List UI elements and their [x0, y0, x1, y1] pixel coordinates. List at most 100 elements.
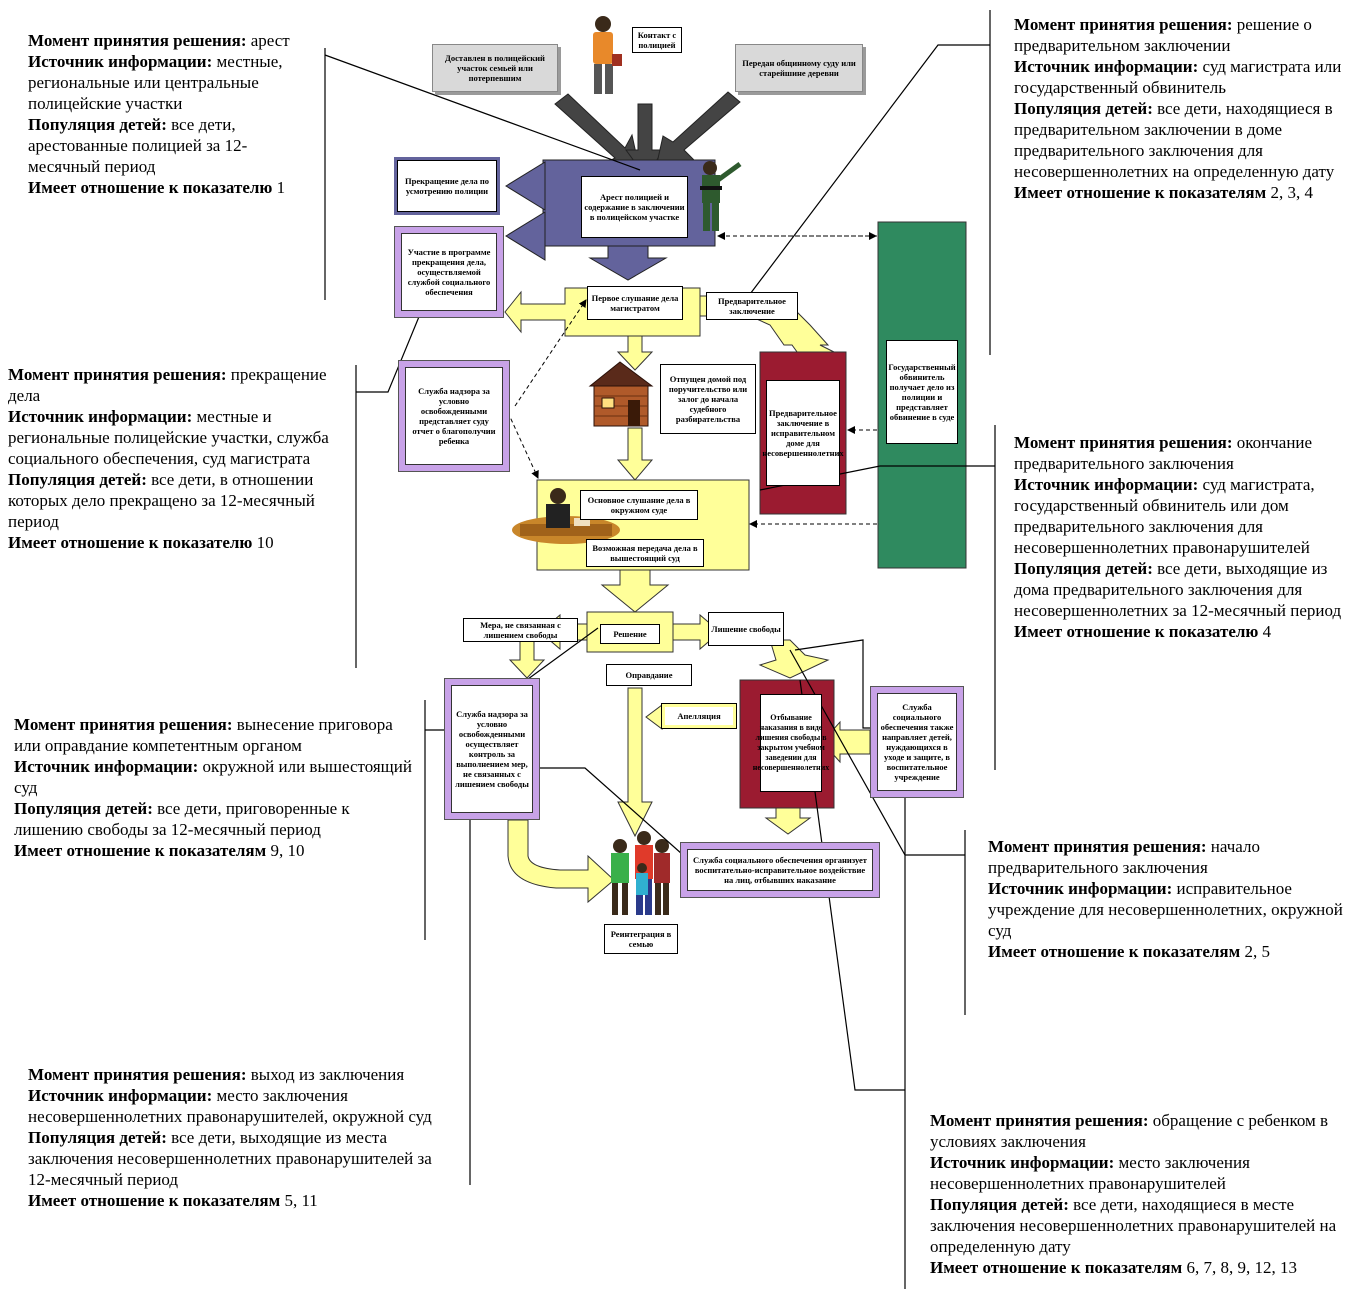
- judge-icon: [512, 488, 620, 544]
- relevant-value: 9, 10: [270, 841, 305, 860]
- box-probation-report: Служба надзора за условно освобожденными…: [398, 360, 510, 472]
- decision-value: начало предварительного заключения: [988, 837, 1260, 877]
- population-label: Популяция детей:: [1014, 559, 1153, 578]
- relevant-value: 2, 5: [1244, 942, 1270, 961]
- population-value: все дети, в отношении которых дело прекр…: [8, 470, 315, 531]
- relevant-value: 10: [256, 533, 274, 552]
- source-value: место заключения несовершеннолетних прав…: [28, 1086, 432, 1126]
- relevant-value: 6, 7, 8, 9, 12, 13: [1186, 1258, 1297, 1277]
- box-community: Передан общинному суду или старейшине де…: [735, 44, 863, 92]
- family-icon: [611, 831, 670, 915]
- note-end-pretrial: Момент принятия решения: окончание предв…: [1014, 432, 1364, 642]
- box-prosecutor: Государственный обвинитель получает дело…: [886, 340, 958, 444]
- box-welfare-aftercare: Служба социального обеспечения организуе…: [680, 842, 880, 898]
- decision-value: выход из заключения: [250, 1065, 405, 1084]
- decision-label: Момент принятия решения:: [8, 365, 227, 384]
- relevant-value: 2, 3, 4: [1270, 183, 1313, 202]
- box-first-hearing: Первое слушание дела магистратом: [587, 286, 683, 320]
- decision-value: прекращение дела: [8, 365, 327, 405]
- source-value: местные и региональные полицейские участ…: [8, 407, 329, 468]
- box-arrest: Арест полицией и содержание в заключении…: [581, 176, 688, 238]
- decision-label: Момент принятия решения:: [930, 1111, 1149, 1130]
- population-value: все дети, арестованные полицией за 12-ме…: [28, 115, 248, 176]
- source-value: место заключения несовершеннолетних прав…: [930, 1153, 1250, 1193]
- source-value: суд магистрата или государственный обвин…: [1014, 57, 1342, 97]
- note-start-detention: Момент принятия решения: начало предвари…: [988, 836, 1348, 962]
- box-deprivation: Лишение свободы: [708, 612, 784, 646]
- source-label: Источник информации:: [8, 407, 193, 426]
- source-label: Источник информации:: [930, 1153, 1115, 1172]
- box-probation-report-text: Служба надзора за условно освобожденными…: [405, 367, 503, 465]
- box-welfare-program-text: Участие в программе прекращения дела, ос…: [401, 233, 497, 311]
- population-label: Популяция детей:: [14, 799, 153, 818]
- decision-value: обращение с ребенком в условиях заключен…: [930, 1111, 1329, 1151]
- population-value: все дети, выходящие из места заключения …: [28, 1128, 432, 1189]
- decision-value: вынесение приговора или оправдание компе…: [14, 715, 393, 755]
- decision-label: Момент принятия решения:: [1014, 433, 1233, 452]
- relevant-label: Имеет отношение к показателям: [930, 1258, 1183, 1277]
- box-pretrial-detention: Предварительное заключение в исправитель…: [762, 380, 844, 486]
- decision-label: Момент принятия решения:: [1014, 15, 1233, 34]
- decision-label: Момент принятия решения:: [988, 837, 1207, 856]
- population-label: Популяция детей:: [8, 470, 147, 489]
- box-pretrial-label: Предварительное заключение: [706, 292, 798, 320]
- relevant-label: Имеет отношение к показателям: [988, 942, 1241, 961]
- decision-value: окончание предварительного заключения: [1014, 433, 1313, 473]
- box-probation-control: Служба надзора за условно освобожденными…: [444, 678, 540, 820]
- relevant-value: 4: [1262, 622, 1272, 641]
- source-label: Источник информации:: [1014, 475, 1199, 494]
- population-label: Популяция детей:: [930, 1195, 1069, 1214]
- population-value: все дети, находящиеся в месте заключения…: [930, 1195, 1337, 1256]
- note-sentencing: Момент принятия решения: вынесение приго…: [14, 714, 414, 861]
- house-icon: [588, 361, 654, 427]
- source-label: Источник информации:: [28, 1086, 213, 1105]
- source-value: суд магистрата, государственный обвините…: [1014, 475, 1315, 557]
- population-label: Популяция детей:: [28, 1128, 167, 1147]
- population-label: Популяция детей:: [1014, 99, 1153, 118]
- box-acquittal: Оправдание: [606, 664, 692, 686]
- relevant-label: Имеет отношение к показателю: [1014, 622, 1259, 641]
- box-main-hearing: Основное слушание дела в окружном суде: [580, 490, 698, 520]
- population-value: все дети, приговоренные к лишению свобод…: [14, 799, 350, 839]
- box-welfare-sends-text: Служба социального обеспечения также нап…: [877, 693, 957, 791]
- source-value: местные, региональные или центральные по…: [28, 52, 283, 113]
- population-value: все дети, выходящие из дома предваритель…: [1014, 559, 1342, 620]
- box-higher-court: Возможная передача дела в вышестоящий су…: [586, 539, 704, 567]
- box-delivered: Доставлен в полицейский участок семьей и…: [432, 44, 558, 92]
- relevant-label: Имеет отношение к показателю: [8, 533, 253, 552]
- box-police-discretion: Прекращение дела по усмотрению полиции: [394, 157, 500, 215]
- relevant-label: Имеет отношение к показателям: [28, 1191, 281, 1210]
- decision-value: арест: [250, 31, 290, 50]
- decision-label: Момент принятия решения:: [28, 31, 247, 50]
- relevant-label: Имеет отношение к показателю: [28, 178, 273, 197]
- population-label: Популяция детей:: [28, 115, 167, 134]
- relevant-label: Имеет отношение к показателям: [1014, 183, 1267, 202]
- box-reintegration: Реинтеграция в семью: [604, 924, 678, 954]
- decision-label: Момент принятия решения:: [14, 715, 233, 734]
- box-welfare-sends: Служба социального обеспечения также нап…: [870, 686, 964, 798]
- box-probation-control-text: Служба надзора за условно освобожденными…: [451, 685, 533, 813]
- box-appeal: Апелляция: [661, 703, 737, 729]
- note-dismissal: Момент принятия решения: прекращение дел…: [8, 364, 353, 553]
- box-released: Отпущен домой под поручительство или зал…: [660, 364, 756, 434]
- source-label: Источник информации:: [1014, 57, 1199, 76]
- box-welfare-aftercare-text: Служба социального обеспечения организуе…: [687, 849, 873, 891]
- note-release: Момент принятия решения: выход из заключ…: [28, 1064, 448, 1211]
- box-welfare-program: Участие в программе прекращения дела, ос…: [394, 226, 504, 318]
- box-decision: Решение: [600, 624, 660, 644]
- source-value: исправительное учреждение для несовершен…: [988, 879, 1343, 940]
- source-label: Источник информации:: [14, 757, 199, 776]
- note-arrest: Момент принятия решения: арест Источник …: [28, 30, 318, 198]
- source-label: Источник информации:: [28, 52, 213, 71]
- box-non-custodial: Мера, не связанная с лишением свободы: [463, 618, 578, 642]
- box-serving-sentence: Отбывание наказания в виде лишения свобо…: [753, 694, 829, 792]
- relevant-value: 5, 11: [284, 1191, 318, 1210]
- decision-value: решение о предварительном заключении: [1014, 15, 1312, 55]
- population-value: все дети, находящиеся в предварительном …: [1014, 99, 1335, 181]
- relevant-value: 1: [276, 178, 286, 197]
- source-label: Источник информации:: [988, 879, 1173, 898]
- decision-label: Момент принятия решения:: [28, 1065, 247, 1084]
- relevant-label: Имеет отношение к показателям: [14, 841, 267, 860]
- person-icon: [593, 16, 622, 94]
- grey-arrows: [554, 91, 741, 177]
